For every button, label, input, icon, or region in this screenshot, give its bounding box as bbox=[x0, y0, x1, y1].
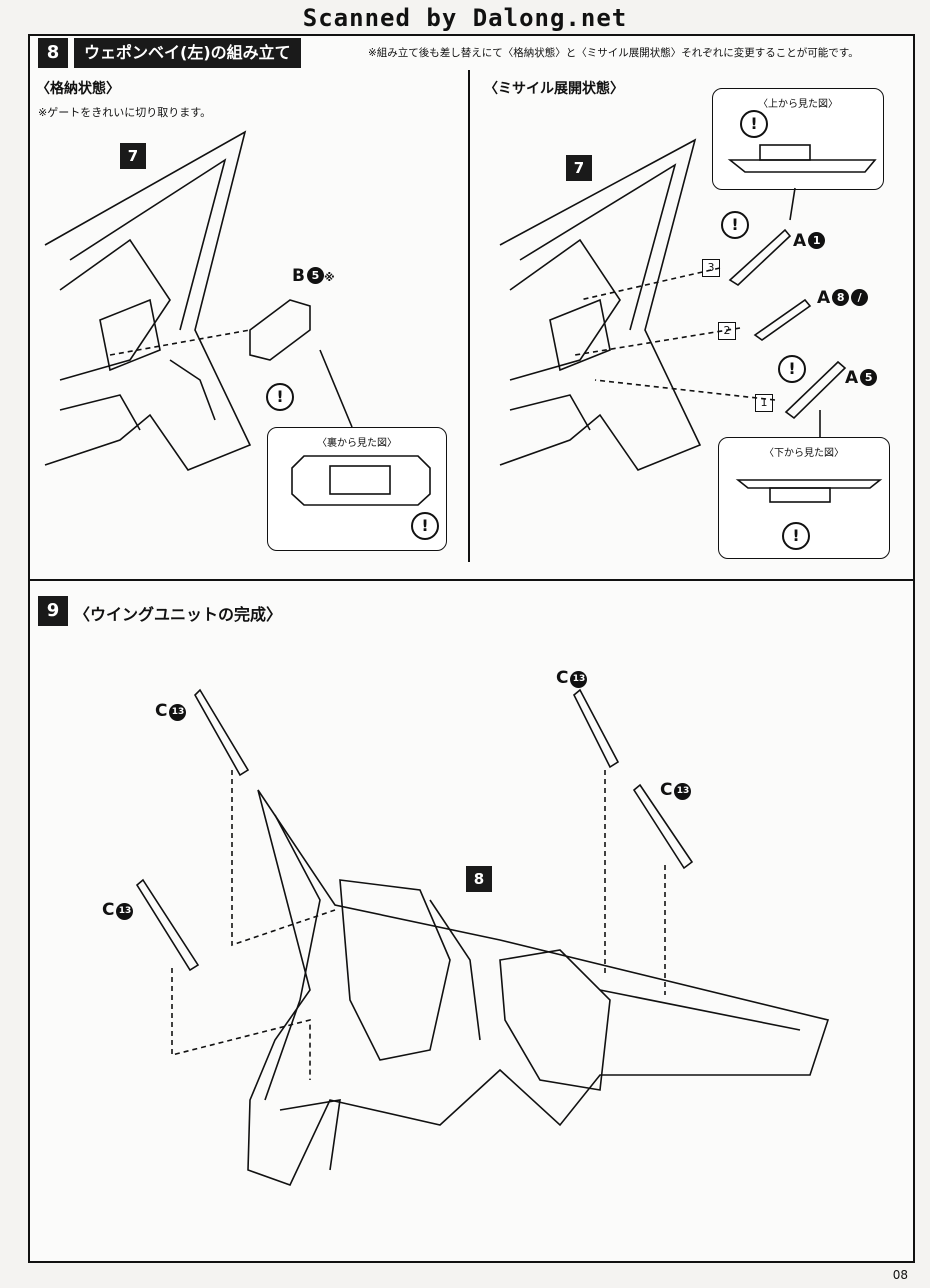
step8-title: ウェポンベイ(左)の組み立て bbox=[74, 38, 301, 68]
part-letter: B bbox=[292, 266, 305, 286]
part-number-dot: 1 bbox=[808, 232, 826, 249]
part-letter: A bbox=[817, 288, 831, 308]
deployed-ref-badge: 7 bbox=[566, 155, 592, 181]
deployed-heading: 〈ミサイル展開状態〉 bbox=[484, 81, 624, 97]
part-suffix: ※ bbox=[323, 271, 335, 284]
section-divider-horizontal bbox=[28, 579, 915, 581]
stored-heading: 〈格納状態〉 bbox=[36, 81, 120, 97]
step8-note: ※組み立て後も差し替えにて〈格納状態〉と〈ミサイル展開状態〉それぞれに変更するこ… bbox=[368, 47, 859, 59]
section-divider-vertical bbox=[468, 70, 470, 562]
gate-note: ※ゲートをきれいに切り取ります。 bbox=[38, 106, 212, 119]
back-view-caption: 〈裏から見た図〉 bbox=[317, 438, 397, 449]
top-view-callout: 〈上から見た図〉 bbox=[712, 88, 884, 190]
top-view-warning-icon: ! bbox=[740, 110, 768, 138]
part-number-dot: 5 bbox=[306, 267, 324, 284]
part-letter: A bbox=[793, 231, 807, 251]
part-a5-warning-icon: ! bbox=[778, 355, 806, 383]
no-paint-icon: / bbox=[851, 289, 869, 306]
page-frame bbox=[28, 34, 915, 1263]
part-number-dot: 5 bbox=[860, 369, 878, 386]
stored-warning-icon: ! bbox=[266, 383, 294, 411]
part-a1-warning-icon: ! bbox=[721, 211, 749, 239]
deployed-wing-illustration bbox=[499, 138, 702, 471]
back-view-warning-icon: ! bbox=[411, 512, 439, 540]
part-letter: A bbox=[845, 368, 859, 388]
step9-ref-badge: 8 bbox=[466, 866, 492, 892]
order-box-1: 1 bbox=[755, 394, 773, 412]
page-number: 08 bbox=[892, 1268, 908, 1282]
stored-wing-illustration bbox=[44, 130, 252, 471]
bay-cover-part bbox=[249, 299, 311, 361]
step9-number: 9 bbox=[38, 596, 68, 626]
part-number-dot: 8 bbox=[832, 289, 850, 306]
stored-ref-badge: 7 bbox=[120, 143, 146, 169]
watermark: Scanned by Dalong.net bbox=[302, 4, 628, 32]
bottom-view-warning-icon: ! bbox=[782, 522, 810, 550]
wing-unit-illustration bbox=[247, 789, 830, 1186]
top-view-caption: 〈上から見た図〉 bbox=[758, 99, 838, 110]
bottom-view-caption: 〈下から見た図〉 bbox=[764, 448, 844, 459]
step8-number: 8 bbox=[38, 38, 68, 68]
step9-title: 〈ウイングユニットの完成〉 bbox=[74, 605, 283, 624]
